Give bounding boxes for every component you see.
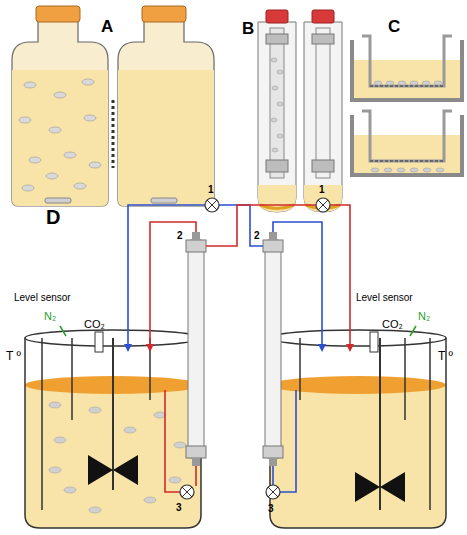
bioreactor-left <box>25 330 201 528</box>
hollow-fiber-tube-left <box>258 10 296 212</box>
gas-label: CO₂ <box>84 318 105 330</box>
panel-letter: D <box>46 206 60 228</box>
callout-number: 3 <box>176 502 182 513</box>
callout-number: 1 <box>208 184 214 195</box>
pump-marks <box>182 200 328 497</box>
gas-label: N₂ <box>44 310 56 322</box>
gas-arrow <box>60 326 66 336</box>
hollow-fiber-tube-right <box>304 10 342 212</box>
gas-label: N₂ <box>418 310 430 322</box>
callout-number: 1 <box>319 184 325 195</box>
callout-number: 2 <box>177 230 183 241</box>
gas-arrow <box>410 326 416 336</box>
sensor-label: Level sensor <box>14 292 71 303</box>
temperature-label: T º <box>6 350 21 363</box>
membrane-dashed <box>112 100 115 168</box>
flask-left <box>12 6 108 206</box>
callout-number: 2 <box>254 230 260 241</box>
callout-number: 3 <box>268 503 274 514</box>
flask-right <box>118 6 214 206</box>
transwell-lower <box>352 111 462 175</box>
bioreactor-right <box>270 330 446 528</box>
pump-symbols <box>180 198 330 499</box>
tubing <box>128 205 350 492</box>
hollow-fiber-column-left <box>186 232 206 466</box>
hollow-fiber-column-right <box>263 232 283 466</box>
sensor-label: Level sensor <box>356 292 413 303</box>
panel-letter: B <box>242 20 254 39</box>
panel-letter: A <box>101 18 113 37</box>
panel-letter: C <box>388 18 400 37</box>
gas-label: CO₂ <box>382 318 403 330</box>
transwell-upper <box>352 36 462 100</box>
temperature-label: T º <box>438 350 453 363</box>
